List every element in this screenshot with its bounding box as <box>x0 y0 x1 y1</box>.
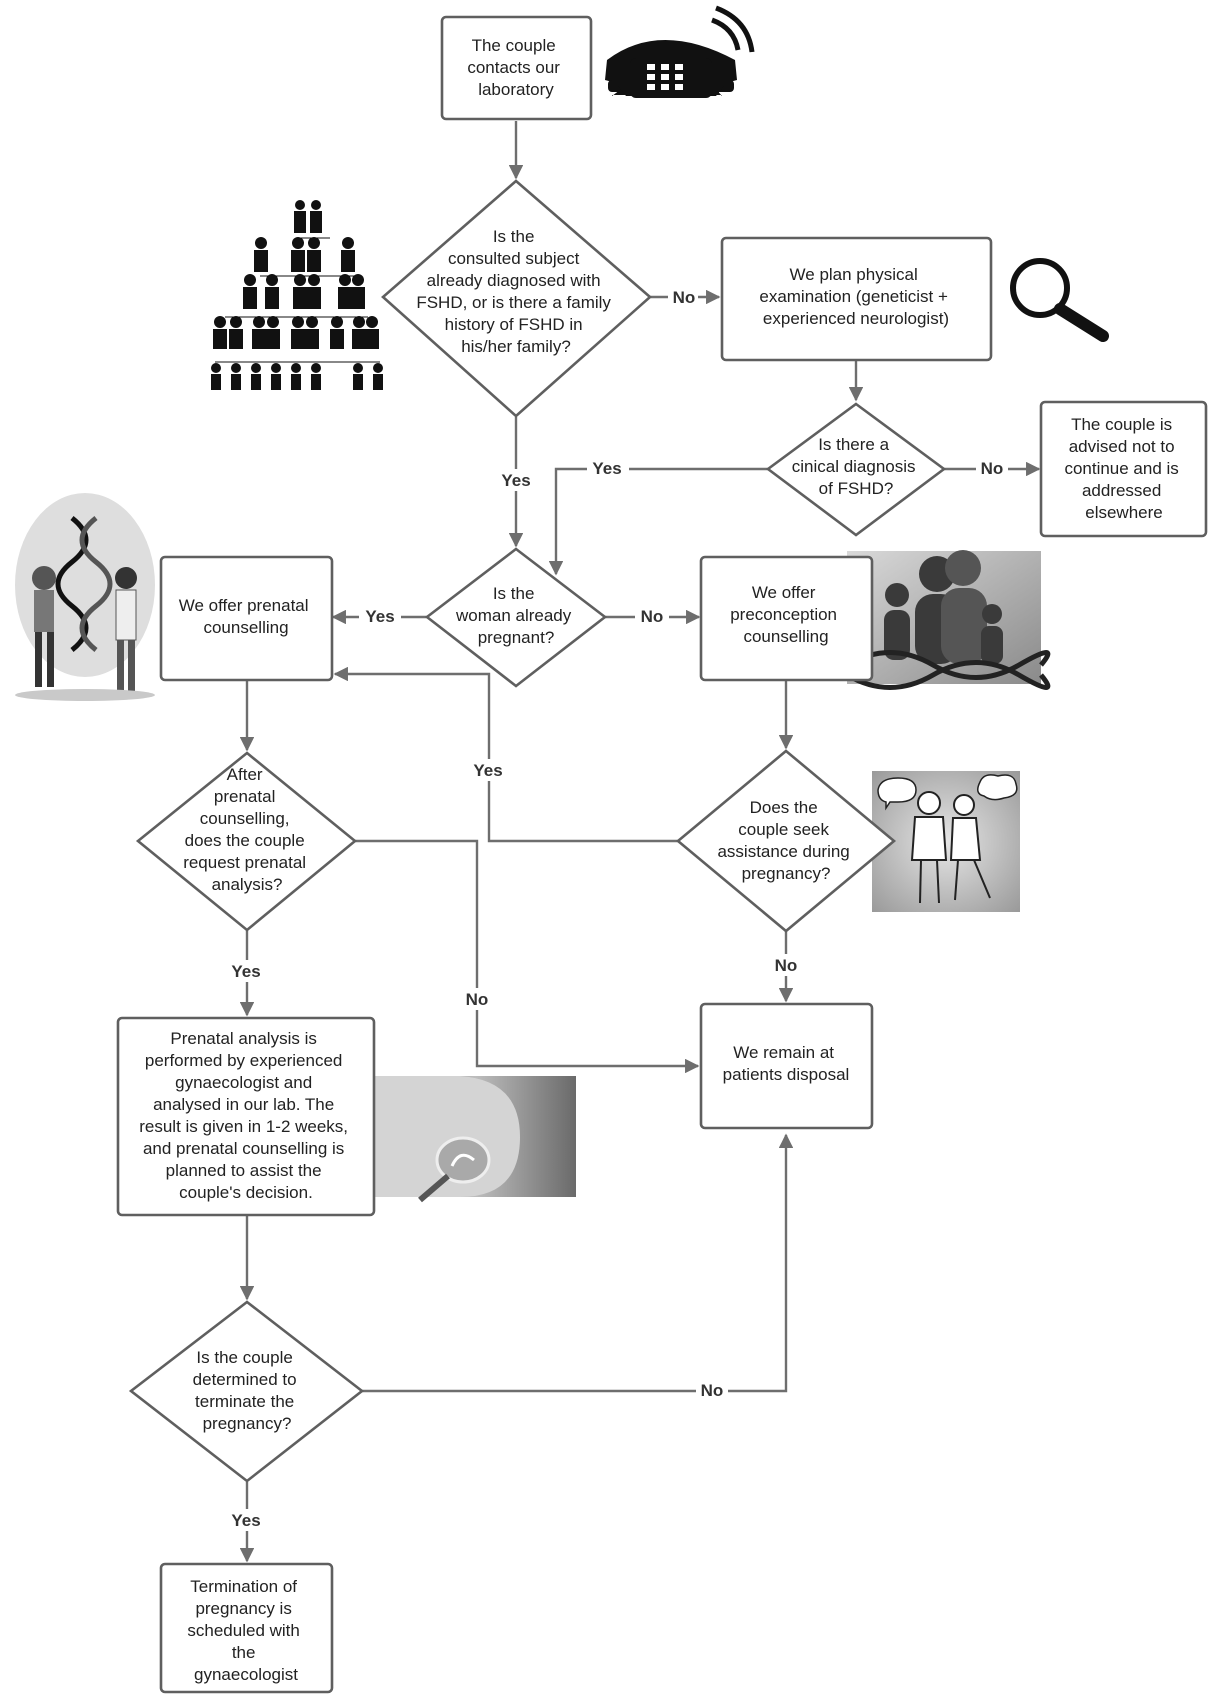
family-dna-illustration <box>845 550 1051 690</box>
edge-assist-yes <box>333 666 678 843</box>
node-termination: Termination of pregnancy is scheduled wi… <box>159 1562 334 1694</box>
node-contact-text: The couple contacts our laboratory <box>467 36 564 99</box>
node-terminate-question-text: Is the couple determined to terminate th… <box>193 1348 302 1433</box>
node-clinical-question-text: Is there a cinical diagnosis of FSHD? <box>792 435 921 498</box>
node-request-question-text: After prenatal counselling, does the cou… <box>183 765 311 894</box>
edge-terminate-no <box>362 1133 794 1393</box>
edge-label-assist-no: No <box>775 956 798 975</box>
node-preconception-counselling: We offer preconception counselling <box>699 555 874 682</box>
node-prenatal-counselling: We offer prenatal counselling <box>159 555 334 682</box>
edge-clinical-yes <box>548 467 768 576</box>
node-terminate-question: Is the couple determined to terminate th… <box>128 1300 365 1483</box>
node-remain-disposal: We remain at patients disposal <box>699 1002 874 1130</box>
node-preconception-counselling-text: We offer preconception counselling <box>730 583 842 646</box>
node-assistance-question-text: Does the couple seek assistance during p… <box>717 798 854 883</box>
magnifier-icon <box>1010 258 1109 342</box>
edge-label-request-yes: Yes <box>231 962 260 981</box>
node-advised-elsewhere: The couple is advised not to continue an… <box>1039 400 1208 538</box>
edge-label-clinical-no: No <box>981 459 1004 478</box>
edge-label-terminate-no: No <box>701 1381 724 1400</box>
node-contact: The couple contacts our laboratory <box>440 15 593 121</box>
node-prenatal-analysis-text: Prenatal analysis is performed by experi… <box>139 1029 353 1202</box>
node-pregnant-question: Is the woman already pregnant? <box>424 547 608 688</box>
node-assistance-question: Does the couple seek assistance during p… <box>675 749 897 933</box>
node-clinical-question: Is there a cinical diagnosis of FSHD? <box>765 402 947 537</box>
dna-consultation-illustration <box>15 493 155 701</box>
node-termination-text: Termination of pregnancy is scheduled wi… <box>187 1577 304 1684</box>
edge-request-no <box>355 839 700 1074</box>
node-diagnosed-question: Is the consulted subject already diagnos… <box>381 179 652 418</box>
ultrasound-illustration <box>375 1076 576 1203</box>
edges: No Yes Yes No Yes No Yes No Yes No <box>226 121 1041 1563</box>
node-physical-exam: We plan physical examination (geneticist… <box>720 236 993 362</box>
node-request-question: After prenatal counselling, does the cou… <box>135 751 358 932</box>
node-physical-exam-text: We plan physical examination (geneticist… <box>759 265 952 328</box>
node-prenatal-counselling-text: We offer prenatal counselling <box>179 596 314 637</box>
node-diagnosed-question-text: Is the consulted subject already diagnos… <box>416 227 615 356</box>
edge-label-clinical-yes: Yes <box>592 459 621 478</box>
edge-label-diag-no: No <box>673 288 696 307</box>
edge-label-assist-yes: Yes <box>473 761 502 780</box>
node-advised-elsewhere-text: The couple is advised not to continue an… <box>1064 415 1183 522</box>
node-pregnant-question-text: Is the woman already pregnant? <box>455 584 576 647</box>
edge-label-pregnant-yes: Yes <box>365 607 394 626</box>
edge-label-request-no: No <box>466 990 489 1009</box>
edge-label-terminate-yes: Yes <box>231 1511 260 1530</box>
node-prenatal-analysis: Prenatal analysis is performed by experi… <box>116 1016 376 1217</box>
edge-label-diag-yes: Yes <box>501 471 530 490</box>
family-tree-icon <box>211 200 383 390</box>
node-remain-disposal-text: We remain at patients disposal <box>723 1043 850 1084</box>
conversation-illustration <box>872 771 1020 912</box>
telephone-icon <box>605 5 755 98</box>
edge-label-pregnant-no: No <box>641 607 664 626</box>
